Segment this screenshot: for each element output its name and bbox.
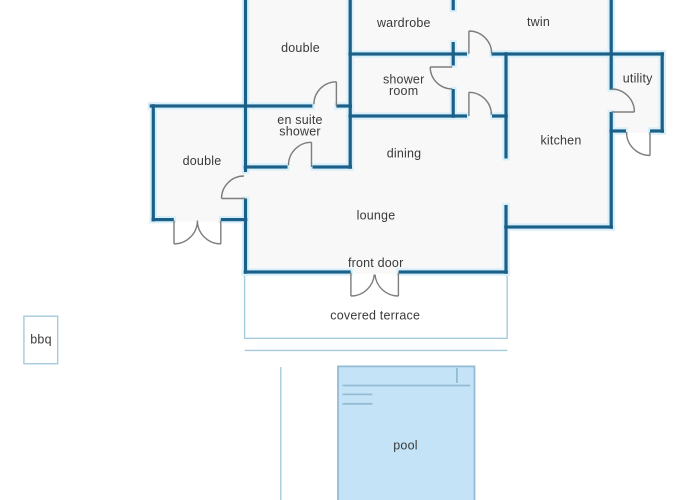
svg-text:twin: twin (527, 15, 550, 29)
svg-text:room: room (389, 84, 418, 98)
svg-text:pool: pool (393, 439, 417, 453)
svg-text:en suite: en suite (277, 113, 322, 127)
svg-text:dining: dining (387, 146, 422, 160)
svg-text:wardrobe: wardrobe (376, 16, 431, 30)
svg-text:double: double (281, 41, 320, 55)
svg-text:covered terrace: covered terrace (330, 308, 420, 322)
svg-text:front door: front door (348, 256, 404, 270)
svg-text:bbq: bbq (30, 333, 51, 347)
svg-text:shower: shower (279, 124, 321, 138)
svg-text:double: double (183, 154, 222, 168)
svg-text:utility: utility (623, 72, 653, 86)
svg-text:lounge: lounge (357, 209, 396, 223)
svg-text:shower: shower (383, 72, 425, 86)
svg-text:kitchen: kitchen (540, 134, 581, 148)
